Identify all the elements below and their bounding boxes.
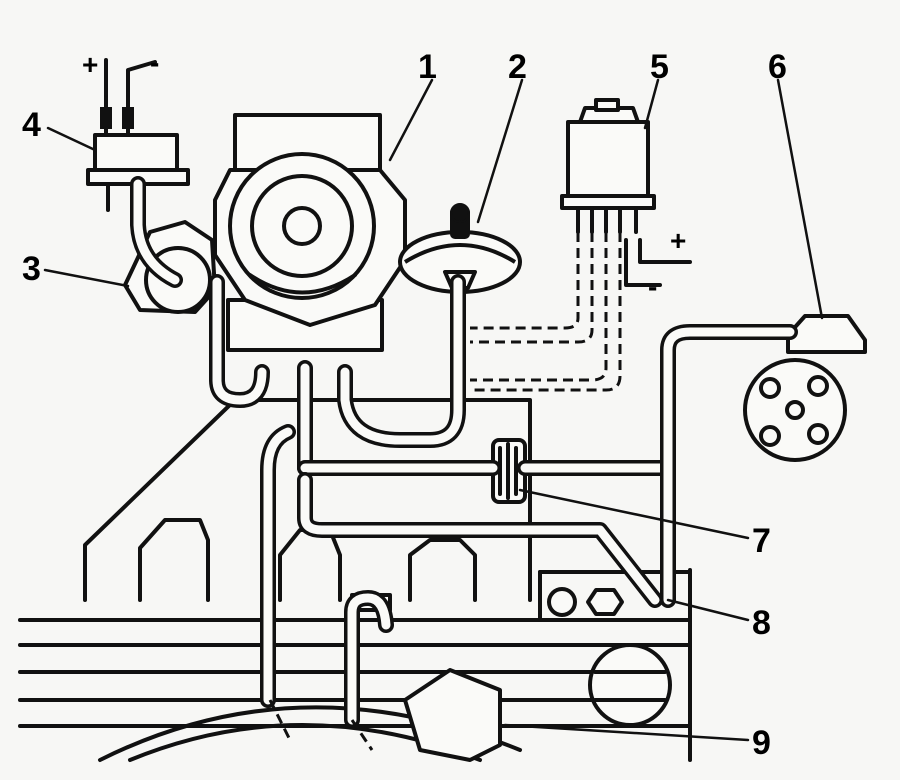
minus-terminal-top: - bbox=[150, 47, 159, 78]
callout-2: 2 bbox=[508, 48, 527, 86]
solenoid-valve bbox=[86, 58, 190, 288]
callout-7: 7 bbox=[752, 522, 771, 560]
callout-8: 8 bbox=[752, 604, 771, 642]
callout-6: 6 bbox=[768, 48, 787, 86]
throttle-body bbox=[213, 113, 407, 352]
callout-1: 1 bbox=[418, 48, 437, 86]
control-wiring bbox=[268, 232, 622, 751]
vacuum-hoses bbox=[209, 274, 798, 728]
callout-9: 9 bbox=[752, 724, 771, 762]
minus-terminal-right: - bbox=[648, 271, 657, 302]
leader-lines bbox=[43, 78, 824, 742]
control-relay bbox=[560, 98, 692, 287]
callout-3: 3 bbox=[22, 250, 41, 288]
plus-terminal-top: + bbox=[82, 49, 98, 80]
callout-5: 5 bbox=[650, 48, 669, 86]
callout-4: 4 bbox=[22, 106, 41, 144]
plus-terminal-right: + bbox=[670, 225, 686, 256]
vacuum-unit-right bbox=[743, 314, 867, 462]
